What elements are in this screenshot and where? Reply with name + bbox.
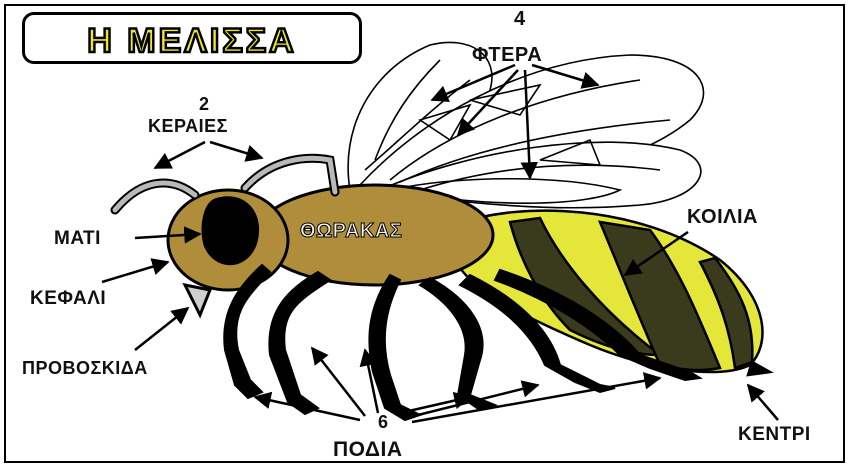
- head: [168, 190, 288, 315]
- legs-label: ΠΟΔΙΑ: [333, 438, 403, 462]
- thorax-label: ΘΩΡΑΚΑΣ: [300, 220, 402, 243]
- eye-label: ΜΑΤΙ: [54, 228, 101, 250]
- head-label: ΚΕΦΑΛΙ: [30, 288, 106, 310]
- proboscis: [185, 285, 210, 315]
- proboscis-label: ΠΡΟΒΟΣΚΙΔΑ: [22, 358, 148, 379]
- antennae-count-label: 2: [199, 94, 210, 115]
- legs-count-label: 6: [378, 412, 389, 433]
- abdomen-label: ΚΟΙΛΙΑ: [687, 206, 758, 229]
- page-title: Η ΜΕΛΙΣΣΑ: [87, 22, 296, 60]
- stinger-label: ΚΕΝΤΡΙ: [738, 424, 811, 446]
- wings-label: ΦΤΕΡΑ: [472, 44, 542, 67]
- wings: [348, 42, 703, 207]
- antennae-label: ΚΕΡΑΙΕΣ: [148, 116, 228, 137]
- eye: [203, 198, 258, 264]
- wings-count-label: 4: [514, 8, 526, 31]
